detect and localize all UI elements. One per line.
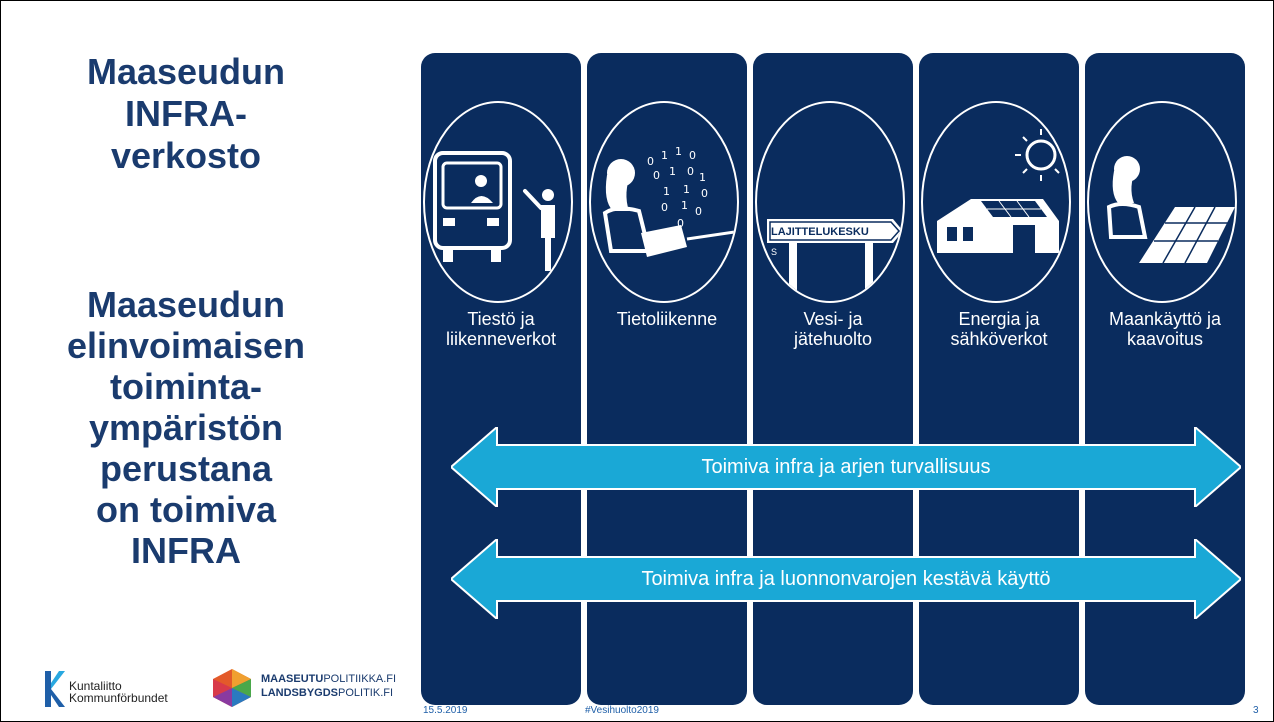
- column-label-line: liikenneverkot: [445, 329, 557, 349]
- subtitle-line: on toimiva: [95, 489, 277, 530]
- column-label-line: sähköverkot: [950, 329, 1048, 349]
- subtitle-line: INFRA: [131, 530, 241, 571]
- column-label-line: Tietoliikenne: [616, 309, 718, 329]
- maaseutupolitiikka-logo: MAASEUTUPOLITIIKKA.FI LANDSBYGDSPOLITIK.…: [207, 667, 397, 709]
- column-roads-oval: [423, 101, 573, 303]
- arrow-safety: Toimiva infra ja arjen turvallisuus: [451, 427, 1241, 507]
- subtitle-line: perustana: [99, 448, 273, 489]
- svg-text:1: 1: [683, 183, 690, 196]
- main-title-line: Maaseudun: [86, 51, 286, 92]
- sign-icon: LAJITTELUKESKU S: [767, 219, 903, 297]
- column-energy-oval: [921, 101, 1071, 303]
- main-title: Maaseudun INFRA- verkosto: [41, 51, 331, 177]
- arrow-sustainability-label: Toimiva infra ja luonnonvarojen kestävä …: [641, 568, 1051, 590]
- column-landuse-oval: [1087, 101, 1237, 303]
- column-roads-label: Tiestö ja liikenneverkot: [421, 309, 581, 349]
- svg-text:1: 1: [663, 185, 670, 198]
- subtitle: Maaseudun elinvoimaisen toiminta- ympäri…: [41, 284, 331, 571]
- column-telecom-label: Tietoliikenne: [587, 309, 747, 329]
- landsbygdspolitik-name: LANDSBYGDSPOLITIK.FI: [261, 687, 393, 699]
- column-label-line: Vesi- ja: [803, 309, 863, 329]
- column-water-oval: LAJITTELUKESKU S: [755, 101, 905, 303]
- bus-person-icon: [433, 151, 555, 271]
- svg-text:1: 1: [669, 165, 676, 178]
- column-label-line: Tiestö ja: [467, 309, 535, 329]
- svg-text:1: 1: [681, 199, 688, 212]
- svg-text:0: 0: [661, 201, 668, 214]
- svg-text:0: 0: [695, 205, 702, 218]
- hexagon-logo-icon: [213, 669, 251, 707]
- sign-text: LAJITTELUKESKU: [771, 226, 869, 238]
- column-energy-label: Energia ja sähköverkot: [919, 309, 1079, 349]
- footer-hashtag: #Vesihuolto2019: [585, 705, 659, 716]
- arrow-safety-label: Toimiva infra ja arjen turvallisuus: [701, 456, 991, 478]
- kommunforbundet-name: Kommunförbundet: [69, 691, 168, 705]
- maaseutupolitiikka-name: MAASEUTUPOLITIIKKA.FI: [261, 673, 396, 685]
- mp-rest: POLITIK.FI: [338, 687, 394, 699]
- kuntaliitto-k-icon: [45, 671, 65, 707]
- double-arrow-icon: [451, 427, 1241, 507]
- person-map-icon: [1106, 156, 1235, 264]
- kuntaliitto-logo: Kuntaliitto Kommunförbundet: [41, 669, 201, 709]
- subtitle-line: ympäristön: [88, 407, 284, 448]
- mp-rest: POLITIIKKA.FI: [323, 673, 397, 685]
- svg-text:0: 0: [677, 217, 684, 230]
- main-title-line: verkosto: [110, 135, 262, 176]
- mp-bold: MAASEUTU: [261, 673, 324, 685]
- column-label-line: jätehuolto: [793, 329, 873, 349]
- column-label-line: Energia ja: [958, 309, 1040, 329]
- subtitle-line: Maaseudun: [86, 284, 286, 325]
- kuntaliitto-name: Kuntaliitto: [69, 679, 122, 693]
- svg-text:1: 1: [699, 171, 706, 184]
- footer-date: 15.5.2019: [423, 705, 468, 716]
- double-arrow-icon: [451, 539, 1241, 619]
- column-label-line: Maankäyttö ja: [1108, 309, 1222, 329]
- svg-text:0: 0: [701, 187, 708, 200]
- svg-text:0: 0: [653, 169, 660, 182]
- main-title-line: INFRA-: [125, 93, 247, 134]
- column-label-line: kaavoitus: [1126, 329, 1204, 349]
- column-water-label: Vesi- ja jätehuolto: [753, 309, 913, 349]
- house-sun-icon: [937, 129, 1067, 253]
- arrow-sustainability: Toimiva infra ja luonnonvarojen kestävä …: [451, 539, 1241, 619]
- svg-text:0: 0: [647, 155, 654, 168]
- page-number: 3: [1253, 705, 1259, 716]
- svg-text:0: 0: [689, 149, 696, 162]
- svg-text:0: 0: [687, 165, 694, 178]
- subtitle-line: elinvoimaisen: [66, 325, 306, 366]
- subtitle-line: toiminta-: [110, 366, 262, 407]
- mp-bold: LANDSBYGDS: [261, 687, 339, 699]
- column-landuse-label: Maankäyttö ja kaavoitus: [1085, 309, 1245, 349]
- sign-text-overflow: S: [771, 247, 777, 257]
- svg-text:1: 1: [661, 149, 668, 162]
- svg-text:1: 1: [675, 145, 682, 158]
